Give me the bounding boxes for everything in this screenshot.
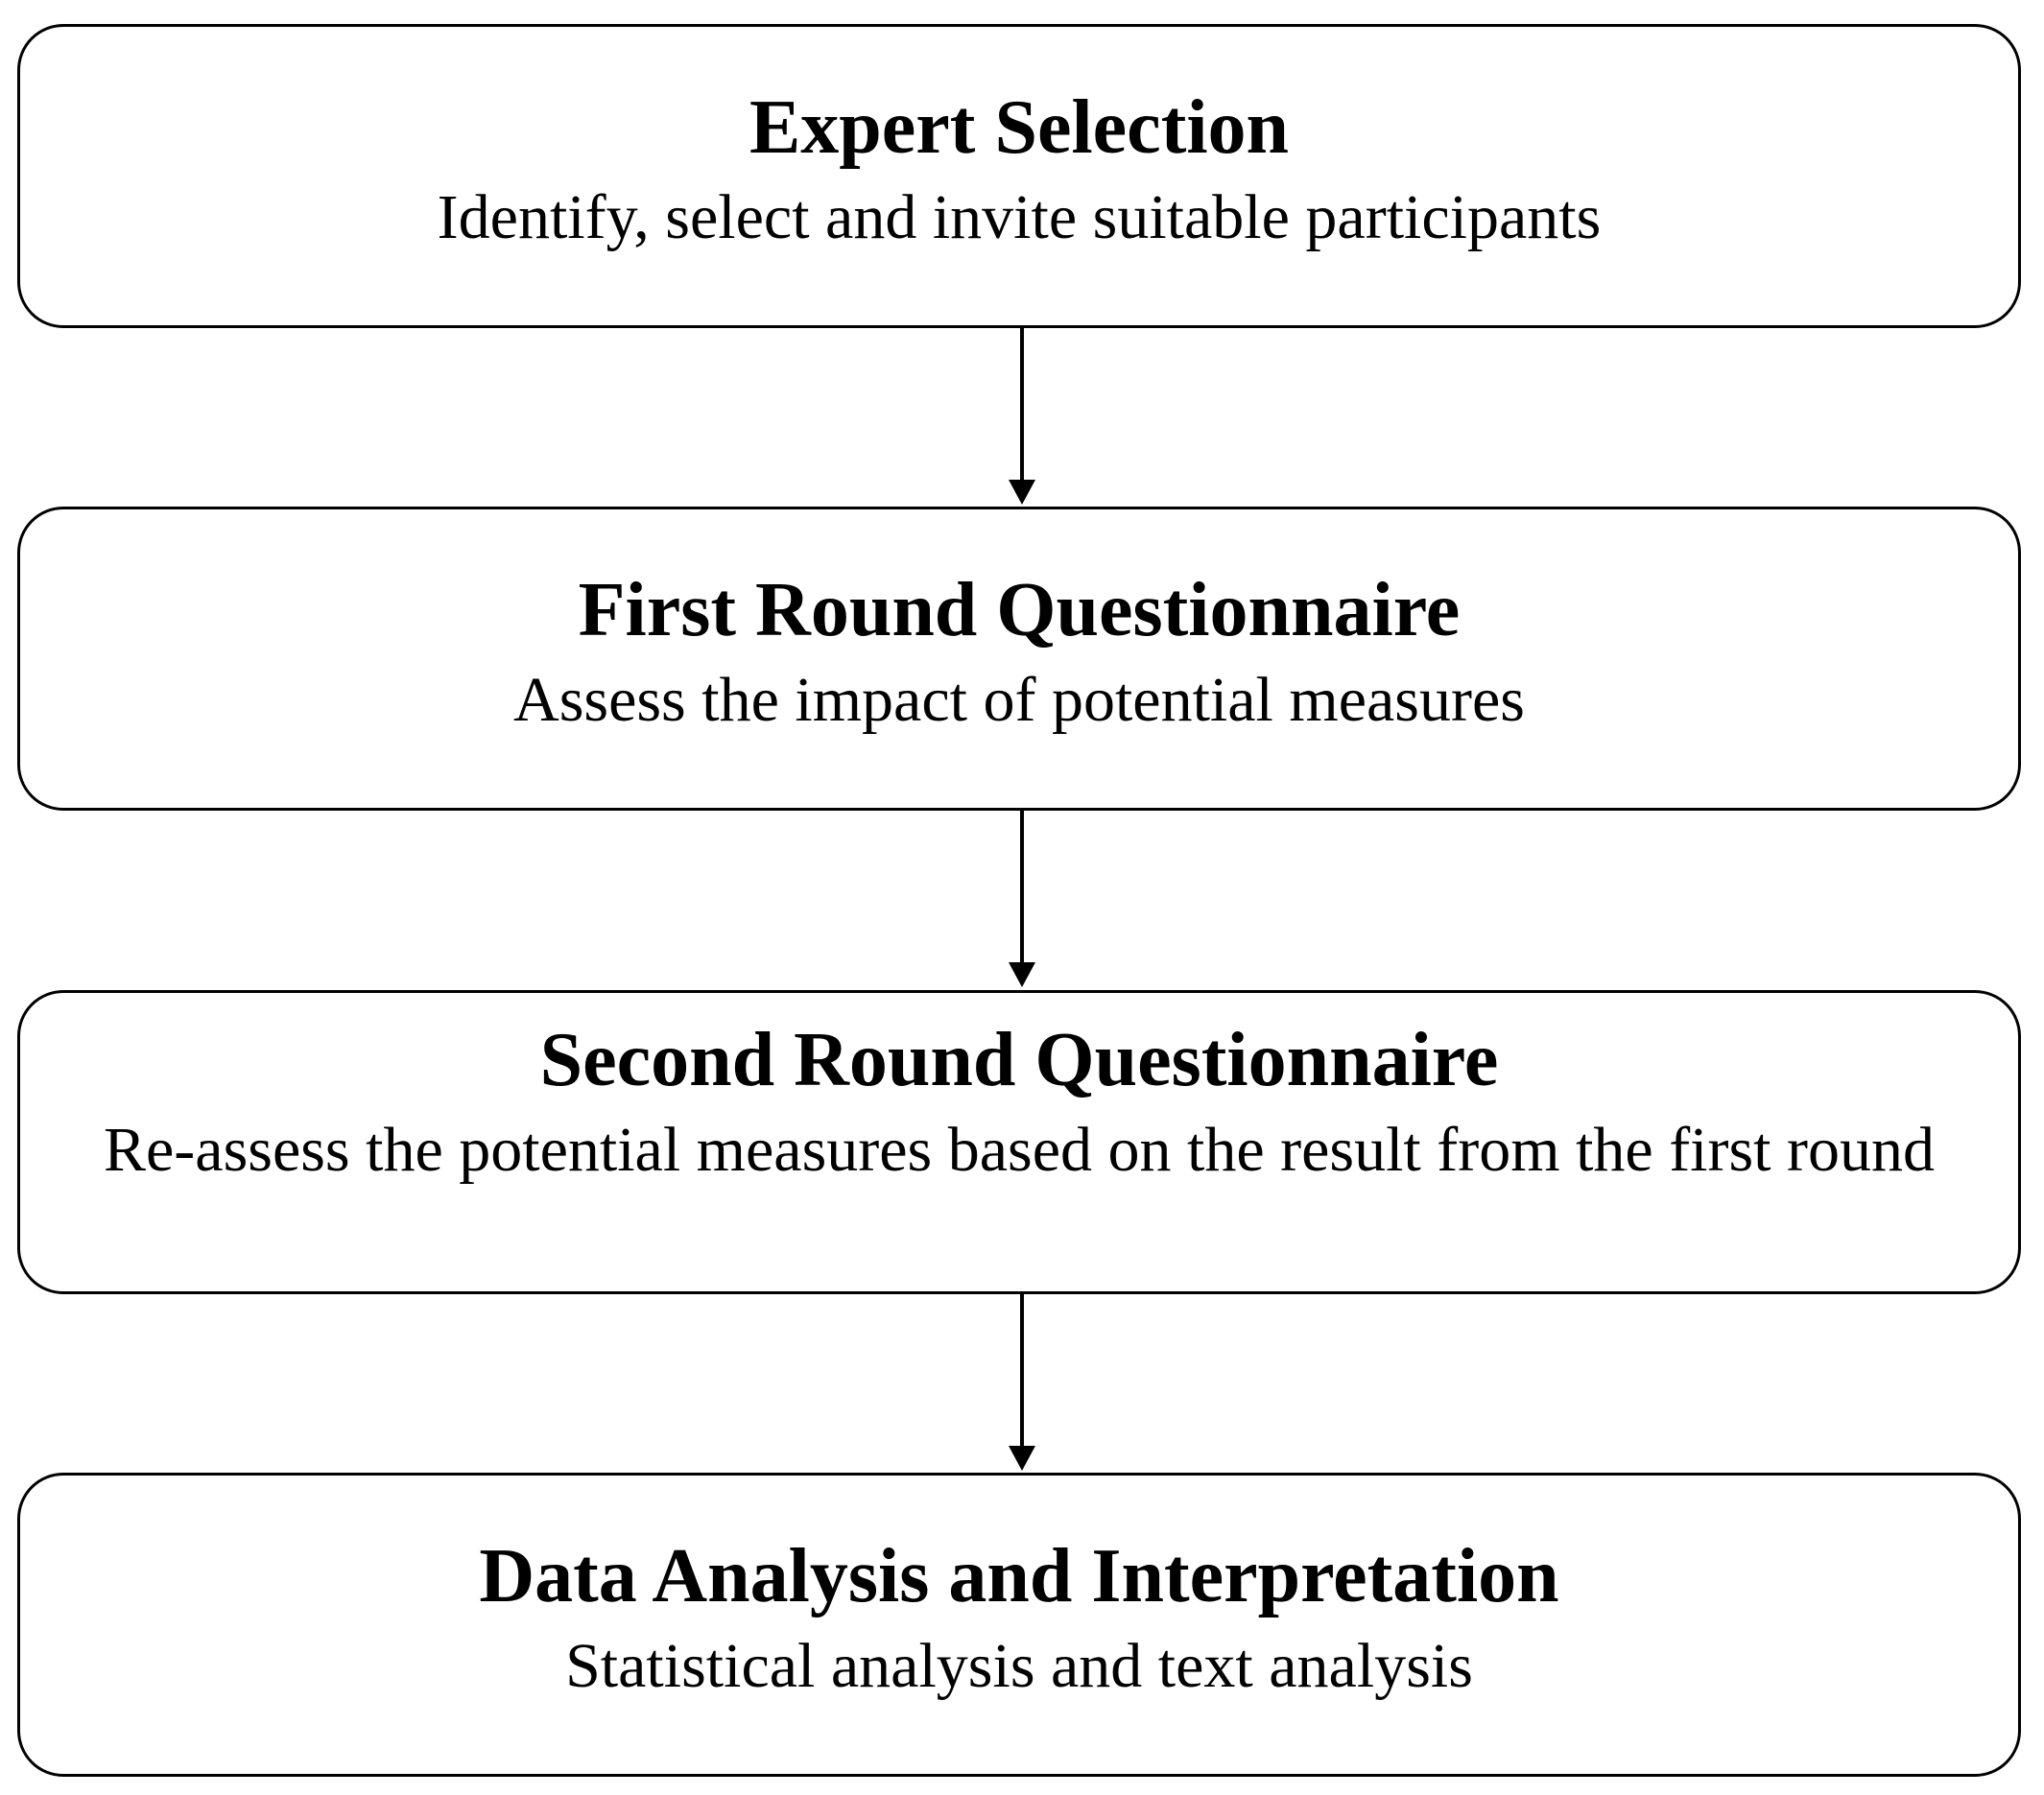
arrow-connector (1020, 328, 1024, 480)
step-title: Expert Selection (749, 84, 1290, 170)
step-title: Data Analysis and Interpretation (479, 1533, 1559, 1618)
step-description: Statistical analysis and text analysis (565, 1630, 1473, 1701)
step-box-data-analysis: Data Analysis and Interpretation Statist… (17, 1473, 2021, 1777)
arrowhead-icon (1009, 1446, 1035, 1471)
step-description: Re-assess the potential measures based o… (103, 1115, 1935, 1185)
step-title: Second Round Questionnaire (539, 1018, 1499, 1102)
step-title: First Round Questionnaire (578, 567, 1461, 652)
arrow-connector (1020, 811, 1024, 962)
step-box-expert-selection: Expert Selection Identify, select and in… (17, 24, 2021, 328)
step-box-second-round-questionnaire: Second Round Questionnaire Re-assess the… (17, 990, 2021, 1294)
arrow-connector (1020, 1294, 1024, 1446)
step-box-first-round-questionnaire: First Round Questionnaire Assess the imp… (17, 507, 2021, 811)
step-description: Identify, select and invite suitable par… (437, 181, 1602, 252)
arrowhead-icon (1009, 962, 1035, 987)
arrowhead-icon (1009, 480, 1035, 505)
step-description: Assess the impact of potential measures (513, 664, 1525, 735)
